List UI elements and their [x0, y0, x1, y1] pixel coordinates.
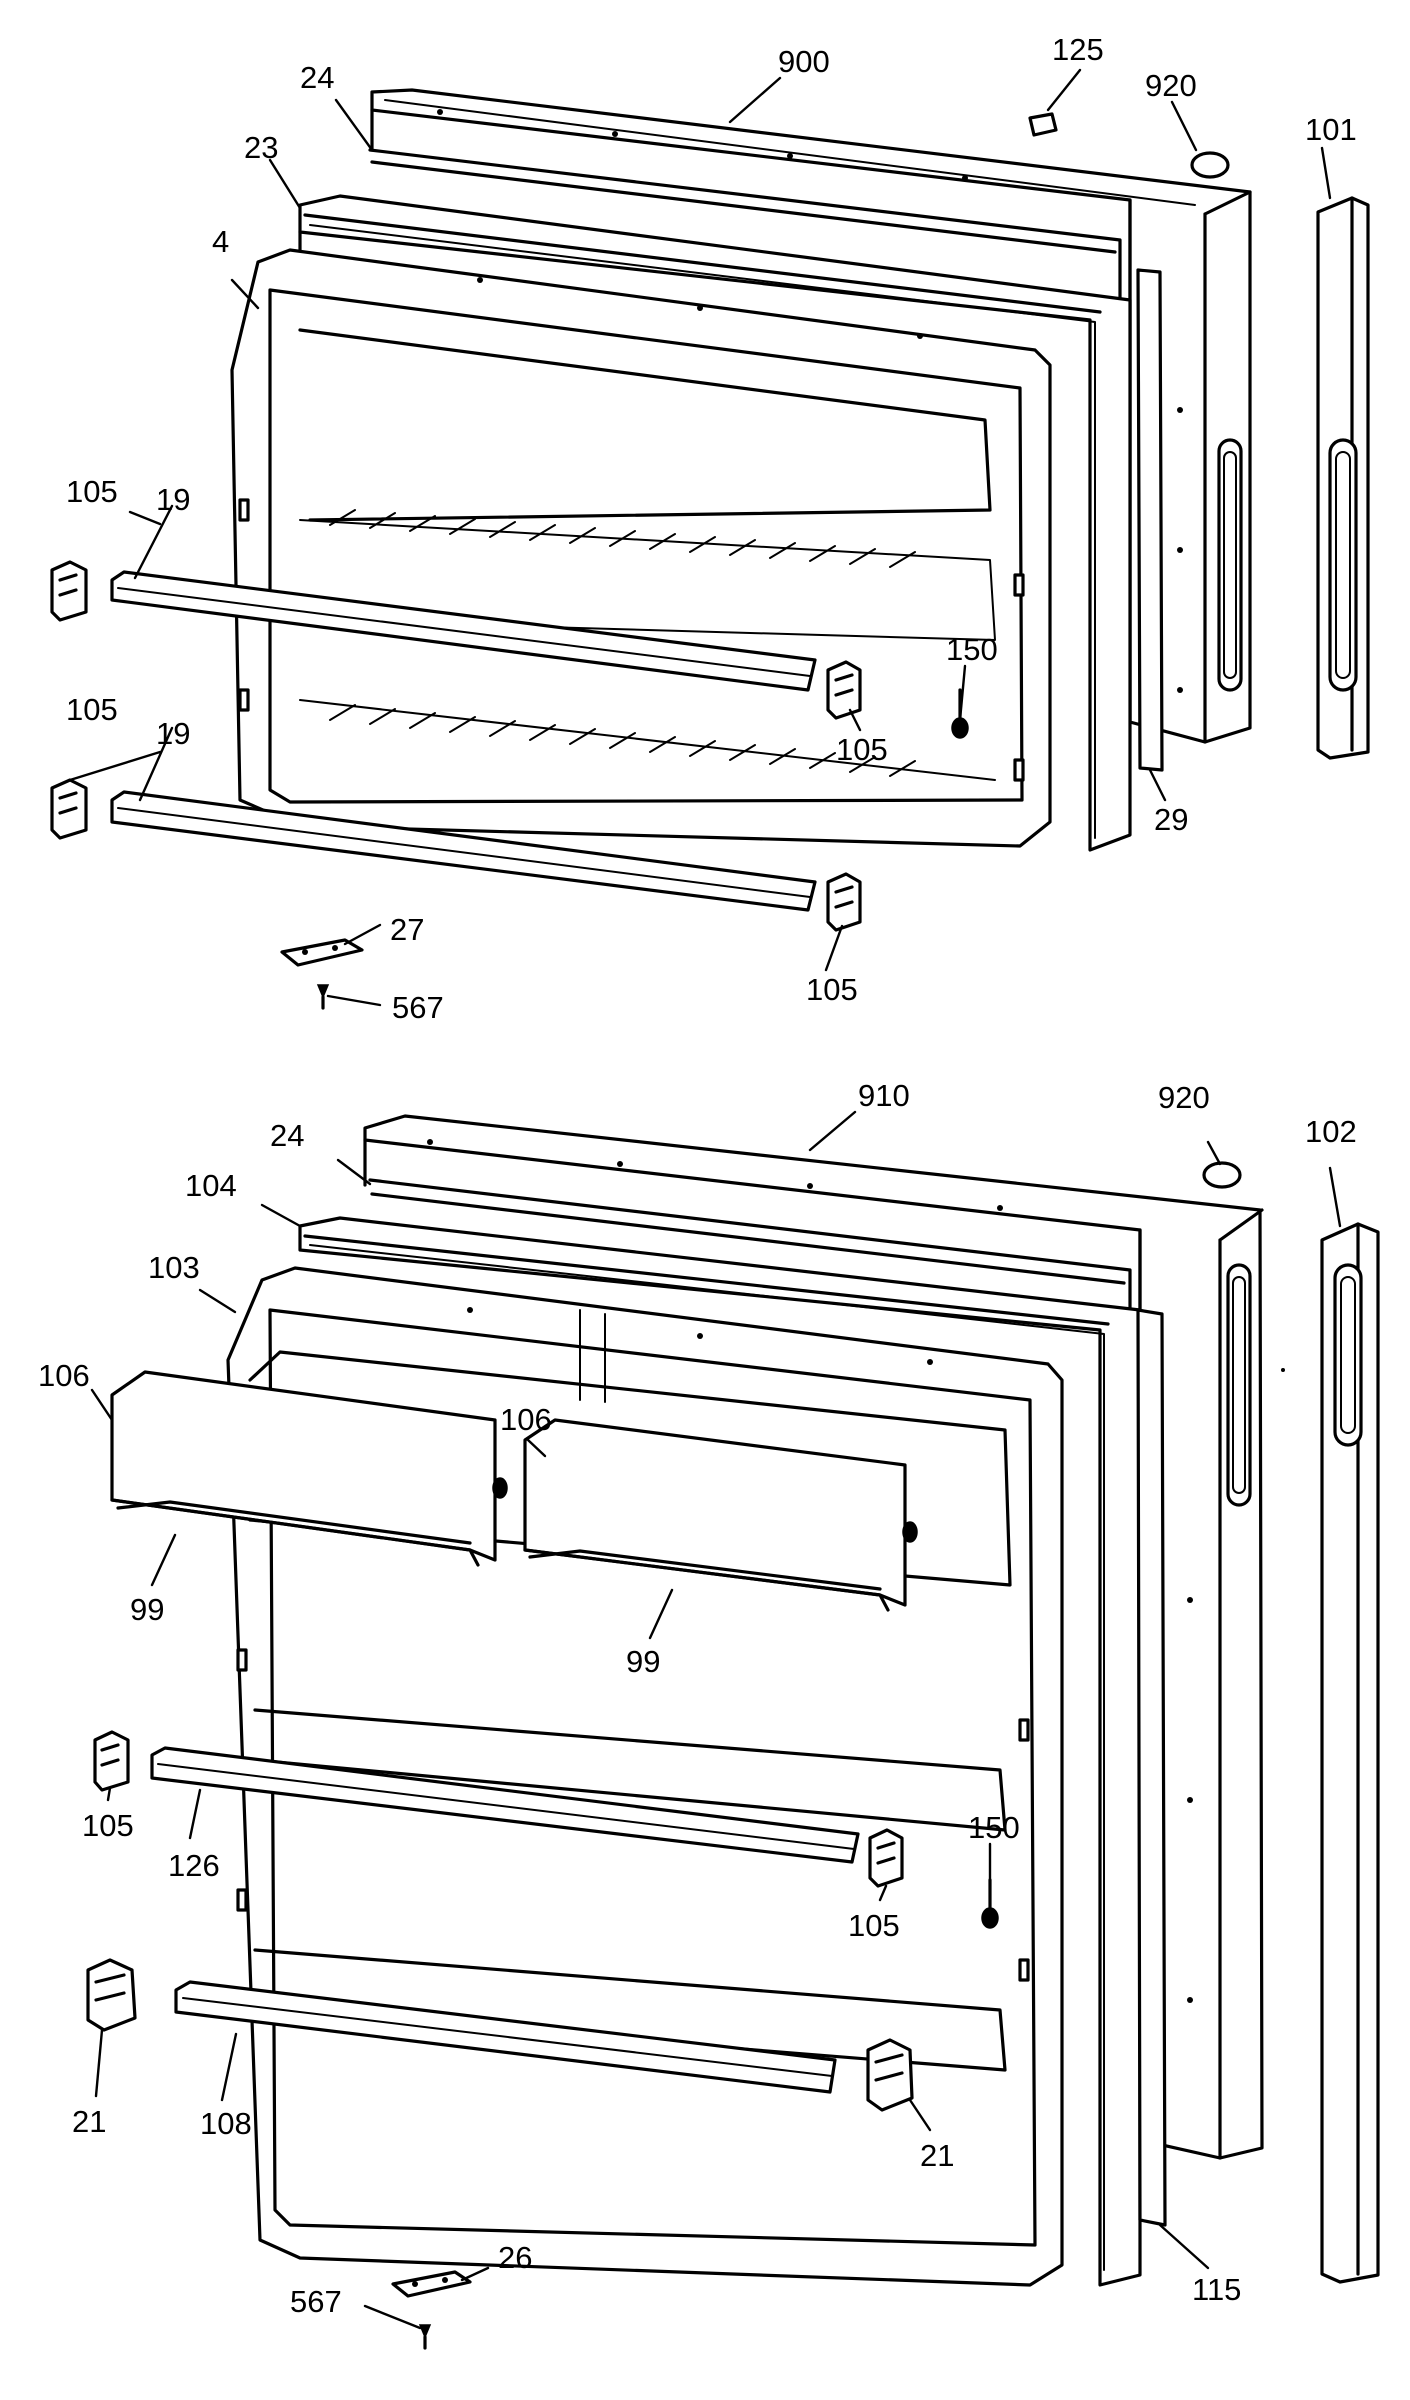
shelf-support-105-b [868, 1828, 904, 1888]
top-leader-lines [68, 68, 1332, 1007]
shelf-bar-108 [174, 1980, 837, 2094]
shelf-support-105-a [93, 1730, 130, 1792]
shelf-bar-19-lower [110, 790, 817, 912]
callout-105-a: 105 [66, 474, 118, 509]
shelf-support-21-a [86, 1958, 137, 2032]
callout-29: 29 [1154, 802, 1188, 837]
callout-125: 125 [1052, 32, 1104, 67]
handle-trim-102 [1320, 1222, 1380, 2284]
callout-23: 23 [244, 130, 278, 165]
freezer-door-assembly: 900 125 920 101 24 23 4 105 19 105 19 15… [50, 32, 1370, 1025]
callout-101: 101 [1305, 112, 1357, 147]
side-strip-115 [1136, 1308, 1167, 2227]
shelf-support-21-b [866, 2038, 914, 2112]
screw-567 [316, 984, 330, 1010]
callout-104: 104 [185, 1168, 237, 1203]
shelf-support-105-a [50, 560, 88, 622]
fresh-food-door-assembly: 910 920 102 24 104 103 106 106 99 99 105… [38, 1078, 1380, 2350]
callout-21-b: 21 [920, 2138, 954, 2173]
callout-106-b: 106 [500, 1402, 552, 1437]
inner-door-liner-4 [230, 248, 1052, 848]
door-gasket-104 [298, 1216, 1142, 2287]
callout-567: 567 [392, 990, 444, 1025]
callout-4: 4 [212, 224, 229, 259]
callout-150: 150 [946, 632, 998, 667]
bottom-leader-lines [90, 1110, 1342, 2330]
callout-105-c: 105 [836, 732, 888, 767]
callout-102: 102 [1305, 1114, 1357, 1149]
callout-21-a: 21 [72, 2104, 106, 2139]
callout-105-d: 105 [806, 972, 858, 1007]
shelf-support-105-c [826, 660, 862, 720]
cap-920 [1202, 1161, 1242, 1189]
callout-900: 900 [778, 44, 830, 79]
callout-920: 920 [1158, 1080, 1210, 1115]
callout-910: 910 [858, 1078, 910, 1113]
bracket-27 [280, 938, 364, 967]
shelf-bar-19-upper [110, 570, 817, 692]
handle-trim-101 [1316, 196, 1370, 760]
callout-19-b: 19 [156, 716, 190, 751]
callout-105-a: 105 [82, 1808, 134, 1843]
shelf-support-105-d [826, 872, 862, 932]
bin-front-99-right [528, 1549, 882, 1591]
callout-126: 126 [168, 1848, 220, 1883]
door-bin-106-right [523, 1418, 918, 1612]
screw-567 [418, 2324, 432, 2350]
callout-115: 115 [1192, 2272, 1241, 2307]
shelf-ribs [329, 509, 916, 777]
door-bin-106-left [110, 1370, 508, 1567]
bracket-26 [391, 2270, 472, 2298]
cap-920 [1190, 151, 1230, 179]
callout-920: 920 [1145, 68, 1197, 103]
bottom-callouts: 910 920 102 24 104 103 106 106 99 99 105… [38, 1078, 1357, 2319]
side-strip-29 [1136, 268, 1164, 772]
callout-19-a: 19 [156, 482, 190, 517]
callout-105-b: 105 [848, 1908, 900, 1943]
callout-24: 24 [270, 1118, 304, 1153]
callout-150: 150 [968, 1810, 1020, 1845]
top-callouts: 900 125 920 101 24 23 4 105 19 105 19 15… [66, 32, 1357, 1025]
callout-106-a: 106 [38, 1358, 90, 1393]
callout-105-b: 105 [66, 692, 118, 727]
callout-99-b: 99 [626, 1644, 660, 1679]
bin-front-99-left [116, 1500, 472, 1545]
plug-125 [1028, 112, 1058, 137]
shelf-support-105-b [50, 778, 88, 840]
callout-103: 103 [148, 1250, 200, 1285]
shelf-bar-126 [150, 1746, 860, 1864]
callout-108: 108 [200, 2106, 252, 2141]
callout-567: 567 [290, 2284, 342, 2319]
callout-24: 24 [300, 60, 334, 95]
callout-27: 27 [390, 912, 424, 947]
callout-26: 26 [498, 2240, 532, 2275]
callout-99-a: 99 [130, 1592, 164, 1627]
